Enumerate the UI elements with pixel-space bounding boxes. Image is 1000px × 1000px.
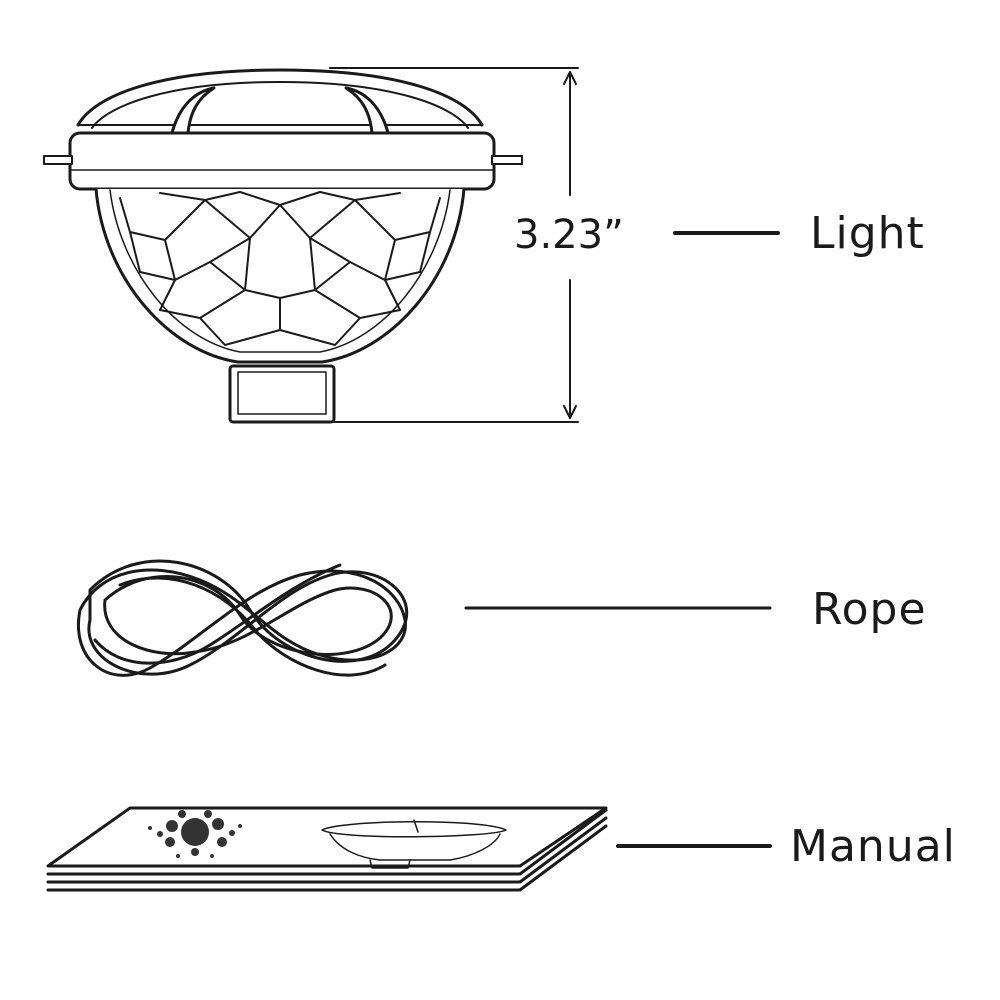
light-clip-left [170, 86, 216, 135]
light-illustration [43, 68, 523, 424]
manual-light-picture [321, 819, 507, 869]
height-dimension [329, 67, 579, 423]
rope-illustration [77, 559, 409, 677]
manual-illustration [46, 806, 608, 892]
height-dimension-label: 3.23” [510, 215, 628, 255]
light-facets [119, 191, 441, 346]
light-rim [68, 131, 496, 191]
light-dome-top [76, 68, 484, 127]
manual-label: Manual [790, 821, 956, 872]
light-clip-right [344, 86, 390, 135]
manual-top-sheet [46, 806, 608, 868]
light-base [228, 364, 336, 424]
rope-label: Rope [812, 584, 927, 635]
manual-logo [148, 810, 242, 858]
light-label: Light [810, 208, 925, 259]
light-bowl [94, 187, 466, 364]
